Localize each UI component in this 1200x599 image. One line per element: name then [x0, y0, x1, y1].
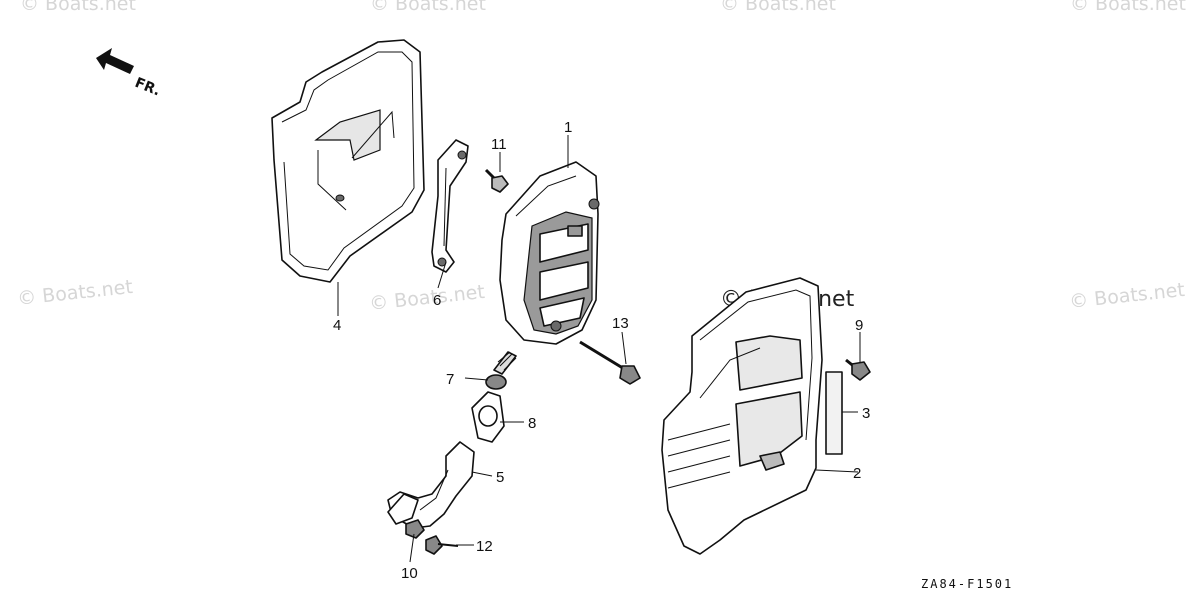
- front-direction-arrow: FR.: [96, 48, 163, 99]
- callout-5: 5: [496, 469, 504, 486]
- callout-labels: 1 2 3 4 5 6 7 8 9 10 11 12 13: [333, 119, 870, 582]
- callout-10: 10: [401, 565, 418, 582]
- leader-lines: [337, 135, 861, 563]
- part-4-muffler-protector: [271, 39, 425, 283]
- callout-9: 9: [855, 317, 863, 334]
- callout-13: 13: [612, 315, 629, 332]
- part-9-flange-bolt: [845, 358, 871, 381]
- watermark-top-right: © Boats.net: [1070, 0, 1186, 15]
- callout-7: 7: [446, 371, 454, 388]
- part-1-muffler: [499, 161, 600, 345]
- watermark-mid-right: © Boats.net: [1068, 279, 1186, 313]
- callout-6: 6: [433, 292, 441, 309]
- part-5-exhaust-pipe: [387, 441, 475, 529]
- callout-4: 4: [333, 317, 341, 334]
- watermarks: © Boats.net © Boats.net © Boats.net © Bo…: [16, 0, 1186, 315]
- watermark-top-left: © Boats.net: [20, 0, 136, 15]
- watermark-mid-left: © Boats.net: [16, 276, 134, 310]
- part-6-muffler-stay: [431, 139, 469, 273]
- direction-label: FR.: [133, 75, 163, 100]
- part-7-stud-bolt: [485, 351, 517, 390]
- part-3-seal-strip: [825, 371, 843, 455]
- callout-3: 3: [862, 405, 870, 422]
- callout-1: 1: [564, 119, 572, 136]
- part-2-muffler-cover: [661, 277, 823, 555]
- callout-8: 8: [528, 415, 536, 432]
- watermark-mid-center: © Boats.net: [368, 281, 486, 315]
- part-8-muffler-gasket: [471, 391, 505, 443]
- diagram-code: ZA84-F1501: [921, 577, 1013, 591]
- watermark-top-2: © Boats.net: [370, 0, 486, 15]
- part-12-flange-bolt: [425, 535, 459, 555]
- callout-2: 2: [853, 465, 861, 482]
- watermark-top-3: © Boats.net: [720, 0, 836, 15]
- part-10-flange-nut: [405, 519, 425, 539]
- part-11-flange-bolt: [484, 168, 509, 193]
- arrow-icon: [96, 48, 134, 74]
- callout-11: 11: [491, 136, 507, 153]
- callout-12: 12: [476, 538, 493, 555]
- part-13-flange-bolt: [579, 340, 641, 385]
